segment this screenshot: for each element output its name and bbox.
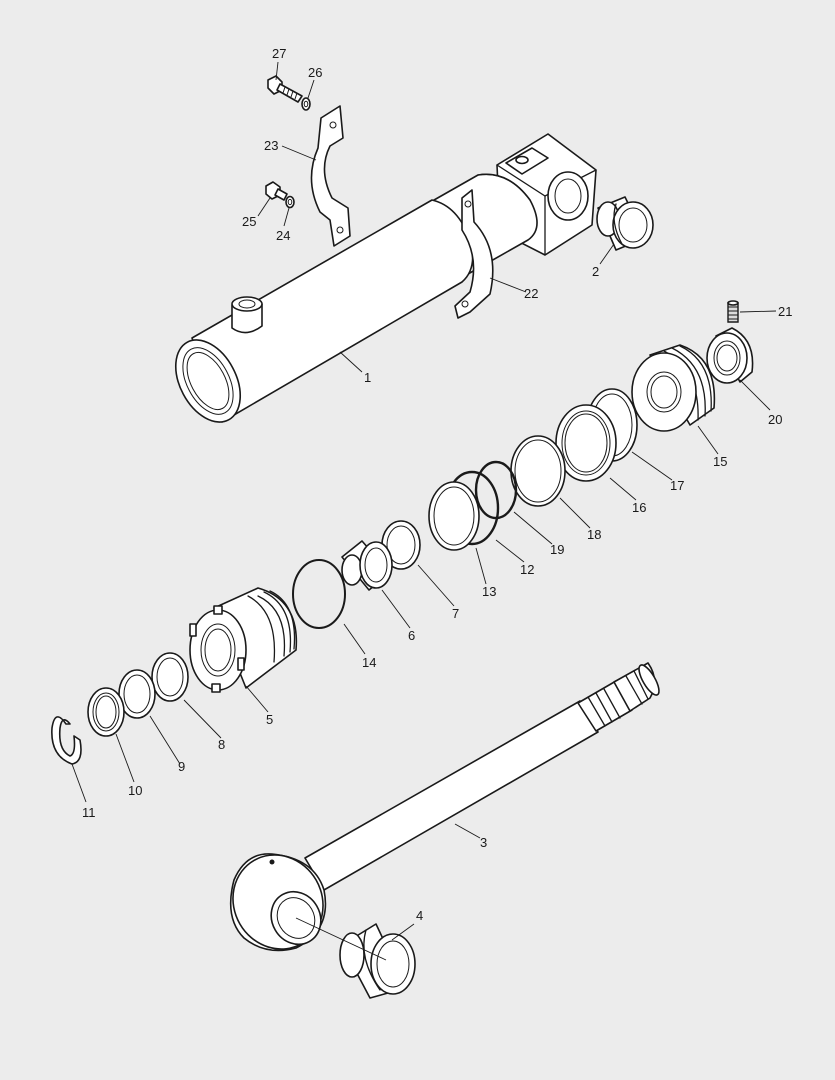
part-13-ring [428,481,480,551]
label-24: 24 [276,228,290,243]
leader-lines [71,61,777,961]
label-10: 10 [128,783,142,798]
label-17: 17 [670,478,684,493]
part-6-bushing [341,540,393,591]
callout-labels: 27 26 23 25 24 22 2 1 21 20 15 17 16 18 … [82,46,792,923]
part-9-ring [118,669,156,719]
label-20: 20 [768,412,782,427]
part-1-cylinder-barrel [174,133,597,423]
label-25: 25 [242,214,256,229]
label-13: 13 [482,584,496,599]
label-18: 18 [587,527,601,542]
label-26: 26 [308,65,322,80]
part-25-bolt [265,181,288,201]
part-8-ring [151,652,189,702]
part-20-nut [706,327,754,384]
label-9: 9 [178,759,185,774]
part-15-piston [631,344,716,432]
label-11: 11 [82,805,96,820]
label-4: 4 [416,908,423,923]
label-6: 6 [408,628,415,643]
part-10-ring [87,687,125,737]
part-18-ring [510,435,566,507]
part-22-clamp [454,189,494,319]
label-12: 12 [520,562,534,577]
label-15: 15 [713,454,727,469]
label-14: 14 [362,655,376,670]
part-11-snap-ring [51,716,82,765]
label-1: 1 [364,370,371,385]
label-22: 22 [524,286,538,301]
part-27-bolt [267,75,303,103]
part-5-rod-guide [189,587,298,693]
label-27: 27 [272,46,286,61]
label-7: 7 [452,606,459,621]
part-16-ring [555,404,617,482]
label-19: 19 [550,542,564,557]
part-2-bushing [596,196,654,251]
label-3: 3 [480,835,487,850]
label-5: 5 [266,712,273,727]
part-21-set-screw [727,300,739,323]
label-21: 21 [778,304,792,319]
label-23: 23 [264,138,278,153]
part-23-clamp [310,105,351,247]
part-26-washer [301,97,311,111]
part-3-piston-rod [229,662,660,952]
part-4-bushing [339,923,416,999]
label-16: 16 [632,500,646,515]
part-19-ring [474,460,518,520]
label-8: 8 [218,737,225,752]
part-14-o-ring [292,559,346,629]
part-24-washer [285,195,295,209]
label-2: 2 [592,264,599,279]
